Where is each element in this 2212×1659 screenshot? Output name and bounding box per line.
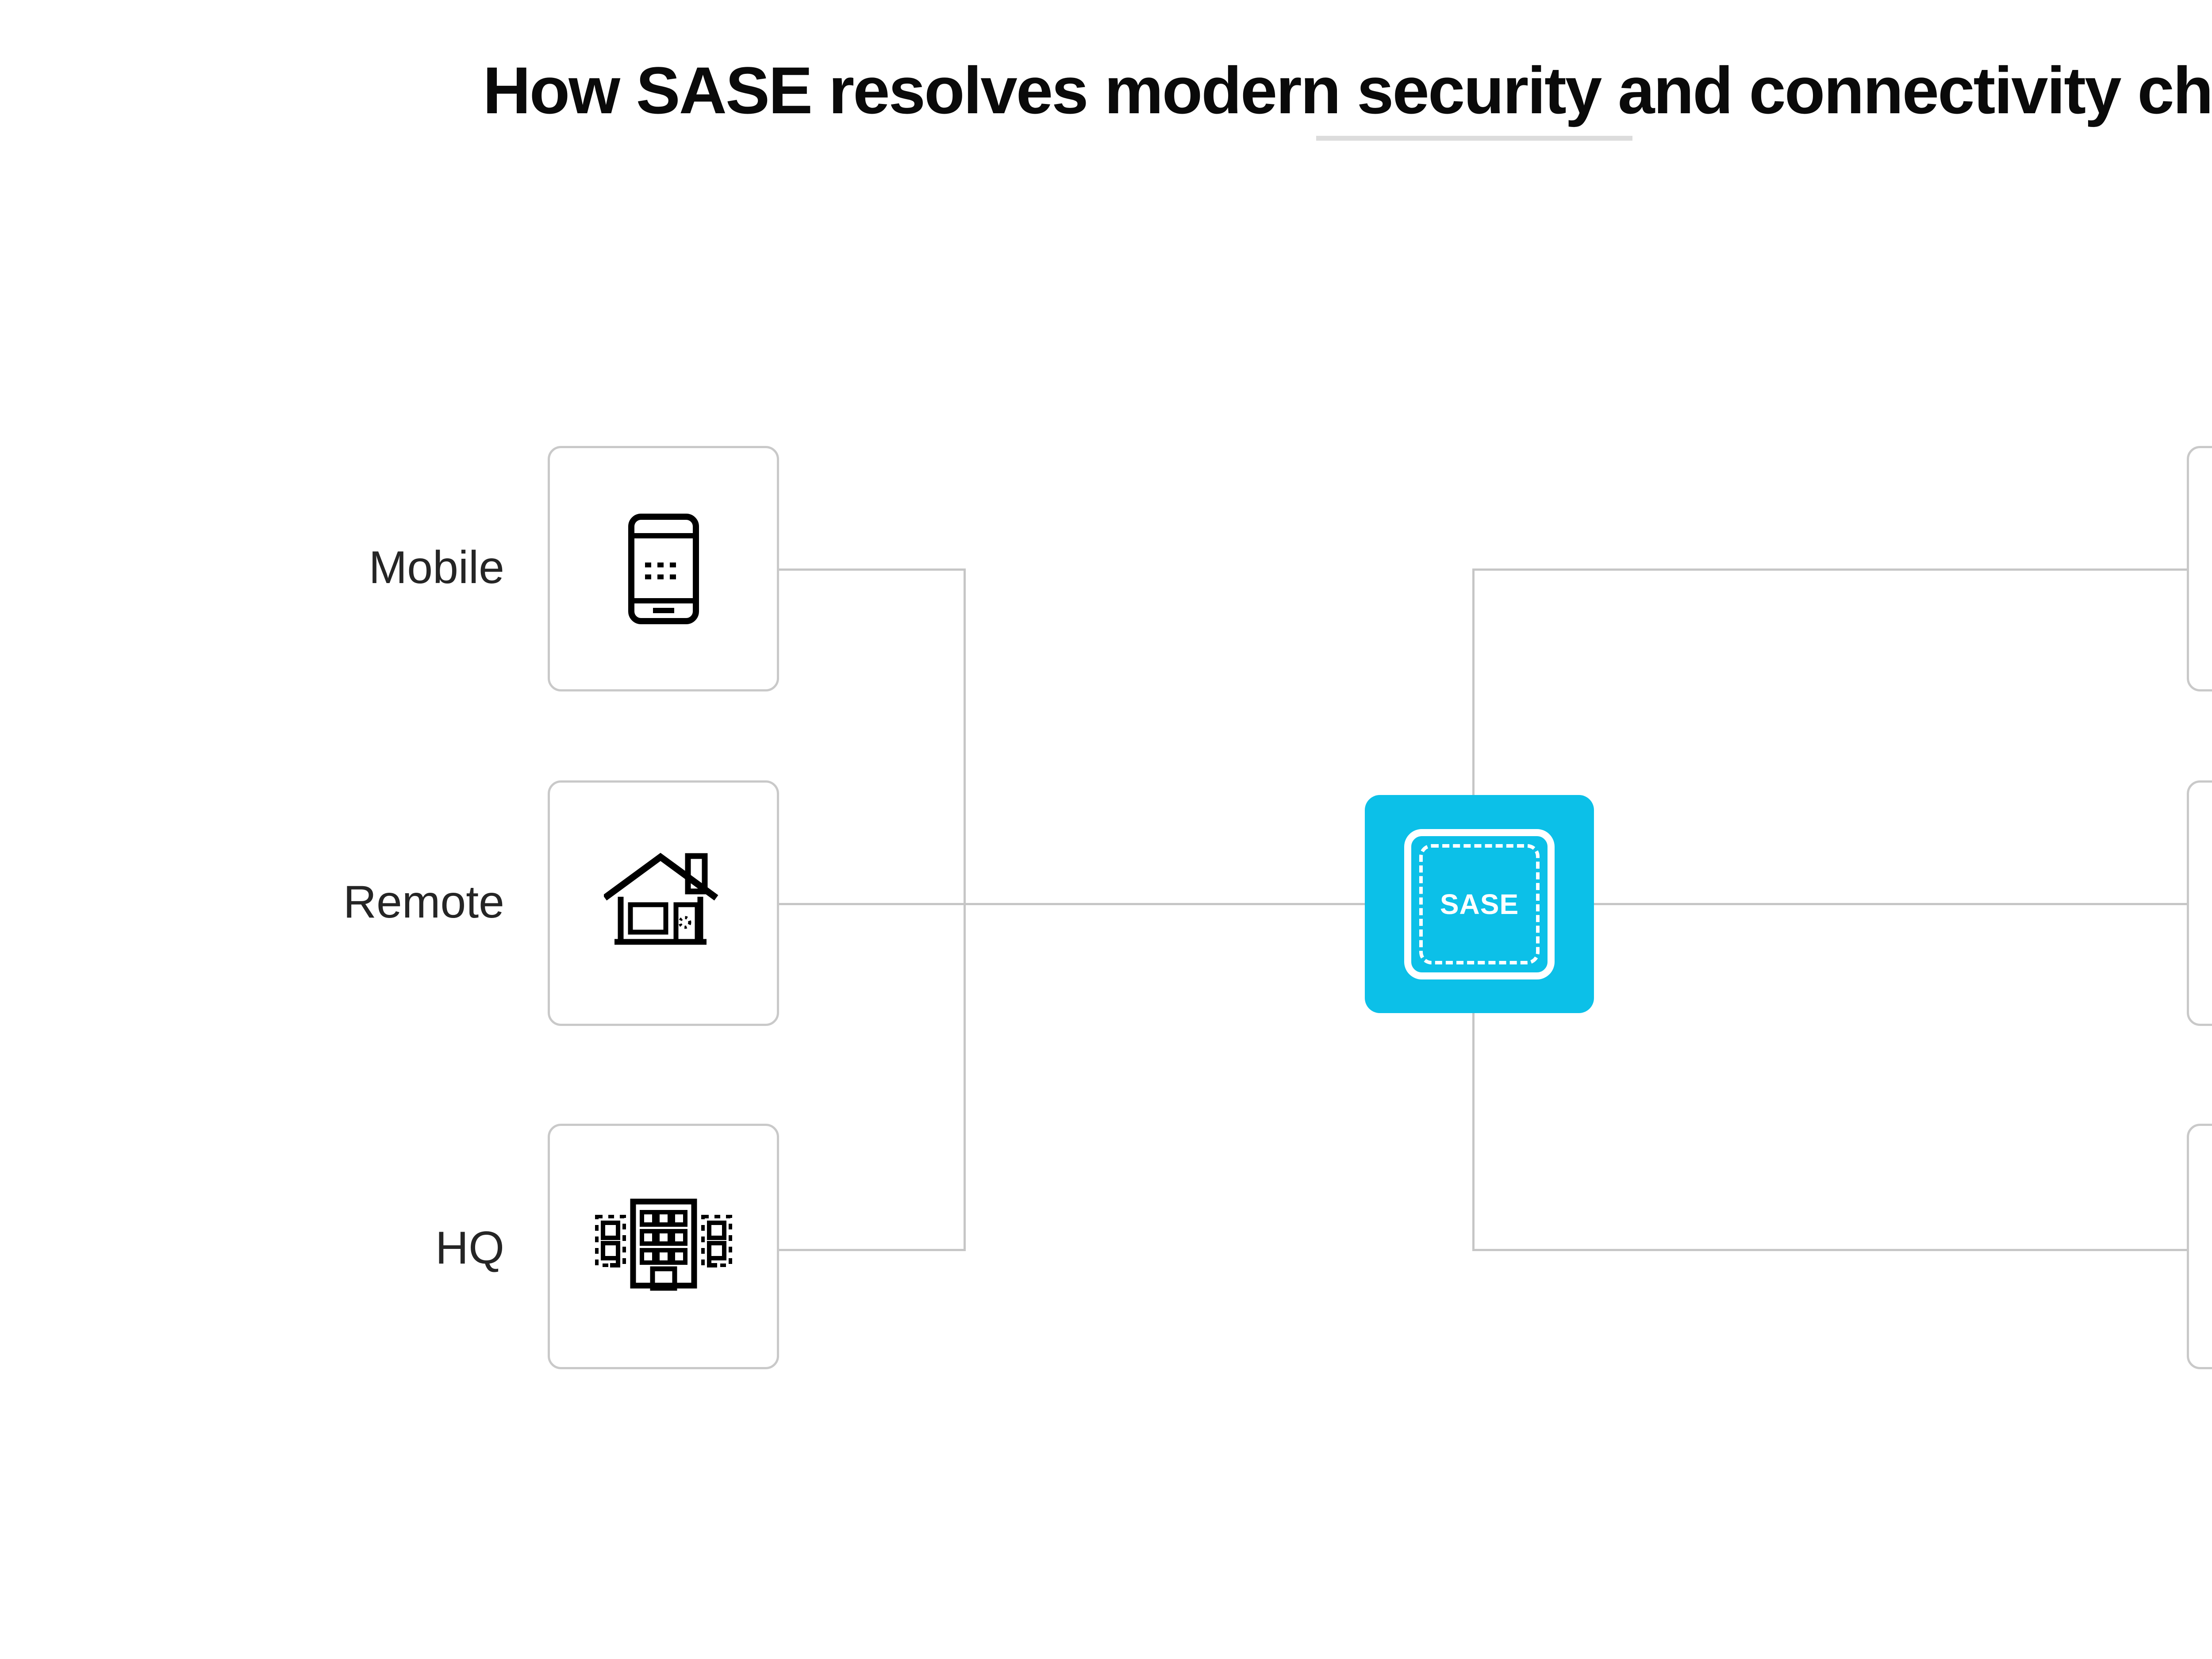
node-card-data-center-apps[interactable] — [2187, 1124, 2212, 1369]
connector-remote-to-hub — [779, 903, 1367, 905]
node-card-remote[interactable] — [548, 780, 779, 1026]
connector-hub-to-cloud-services — [1472, 568, 2187, 571]
sase-hub-label: SASE — [1440, 888, 1519, 920]
mobile-phone-icon — [628, 513, 699, 624]
title-block: How SASE resolves modern security and co… — [0, 53, 2212, 127]
house-icon — [603, 853, 723, 954]
sase-hub-inner-border: SASE — [1404, 829, 1555, 979]
label-remote: Remote — [343, 876, 504, 928]
node-card-hq[interactable] — [548, 1124, 779, 1369]
connector-hub-to-data-center — [1588, 903, 2187, 905]
dashed-perimeter-icon: SASE — [1419, 844, 1540, 964]
sase-hub-node[interactable]: SASE — [1365, 795, 1594, 1013]
node-card-data-center[interactable] — [2187, 780, 2212, 1026]
node-card-mobile[interactable] — [548, 446, 779, 691]
label-mobile: Mobile — [369, 542, 504, 593]
connector-hq-to-bus — [779, 1249, 966, 1251]
label-hq: HQ — [435, 1222, 504, 1274]
connector-mobile-to-bus — [779, 568, 966, 571]
office-building-icon — [591, 1194, 737, 1300]
connector-left-vertical-bus — [964, 568, 966, 1251]
title-underline-rule — [1316, 136, 1632, 141]
page-title: How SASE resolves modern security and co… — [483, 53, 2212, 127]
connector-hub-to-data-center-apps — [1472, 1249, 2187, 1251]
node-card-cloud-services[interactable] — [2187, 446, 2212, 691]
